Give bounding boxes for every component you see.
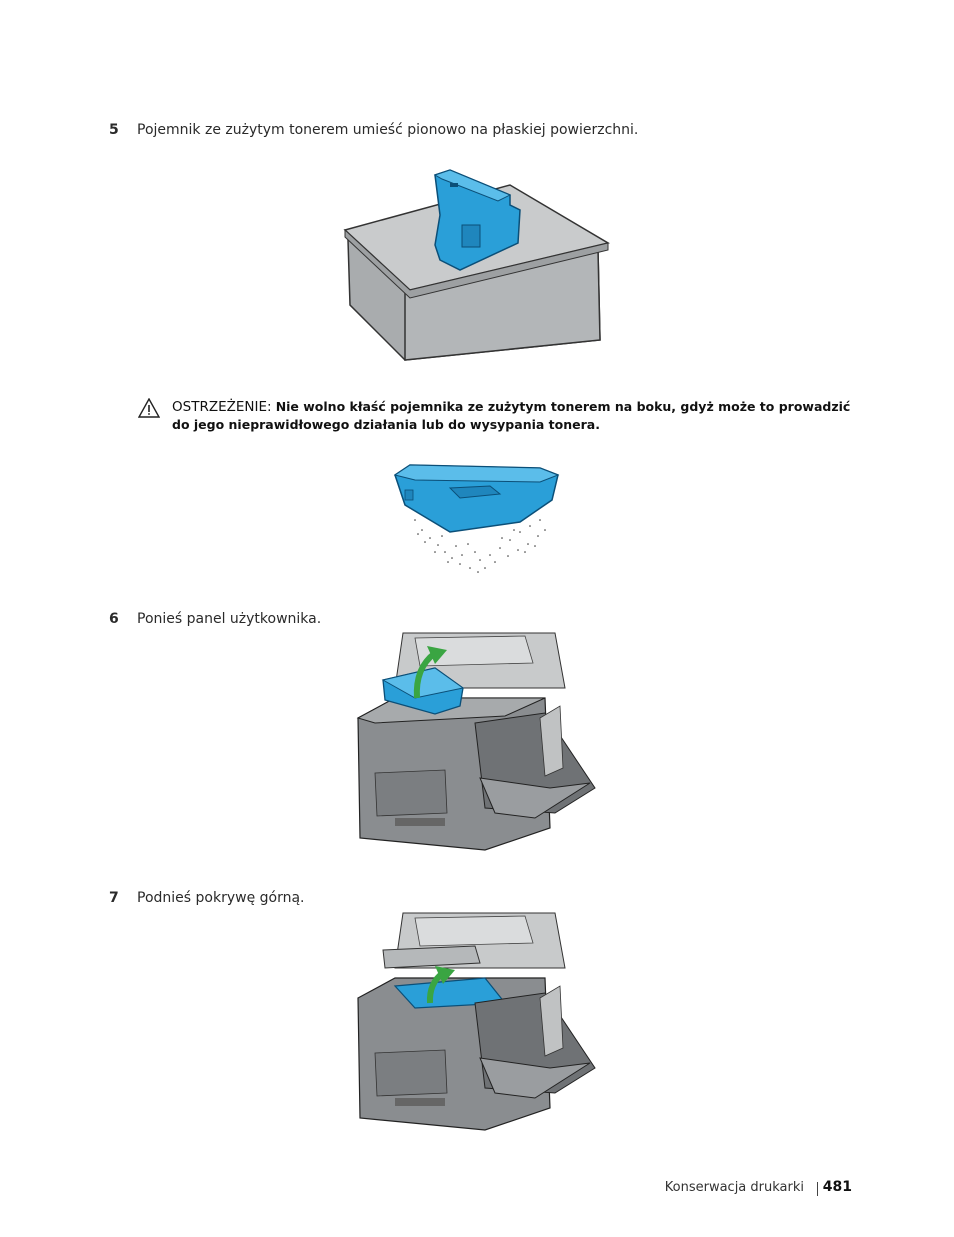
warning-label: OSTRZEŻENIE: — [172, 399, 272, 415]
step-text: Podnieś pokrywę górną. — [137, 890, 305, 906]
page-footer: Konserwacja drukarki 481 — [600, 1179, 854, 1200]
arrow-head-icon — [427, 646, 447, 664]
step-number: 6 — [109, 611, 119, 627]
footer-divider — [817, 1182, 818, 1196]
step-text: Ponieś panel użytkownika. — [137, 611, 322, 627]
page-number: 481 — [822, 1179, 852, 1195]
step-number: 5 — [109, 122, 119, 138]
step-6: 6 Ponieś panel użytkownika. — [109, 610, 321, 628]
arrow-head-icon — [435, 966, 455, 984]
figure-toner-on-side — [393, 464, 560, 573]
step-number: 7 — [109, 890, 119, 906]
warning-triangle-icon — [138, 398, 160, 418]
figure-raise-top-cover — [357, 912, 596, 1131]
step-text: Pojemnik ze zużytym tonerem umieść piono… — [137, 122, 639, 138]
footer-section: Konserwacja drukarki — [664, 1180, 804, 1195]
step-5: 5 Pojemnik ze zużytym tonerem umieść pion… — [109, 121, 638, 139]
waste-toner-box-upright — [433, 169, 521, 271]
spilled-toner-dots — [414, 519, 546, 573]
figure-raise-operator-panel — [356, 632, 596, 851]
top-cover — [382, 945, 481, 969]
step-7: 7 Podnieś pokrywę górną. — [109, 889, 305, 907]
warning-text: Nie wolno kłaść pojemnika ze zużytym ton… — [172, 399, 851, 432]
figure-toner-upright — [343, 169, 610, 361]
operator-panel — [381, 667, 465, 715]
waste-toner-box-lying — [393, 464, 560, 533]
